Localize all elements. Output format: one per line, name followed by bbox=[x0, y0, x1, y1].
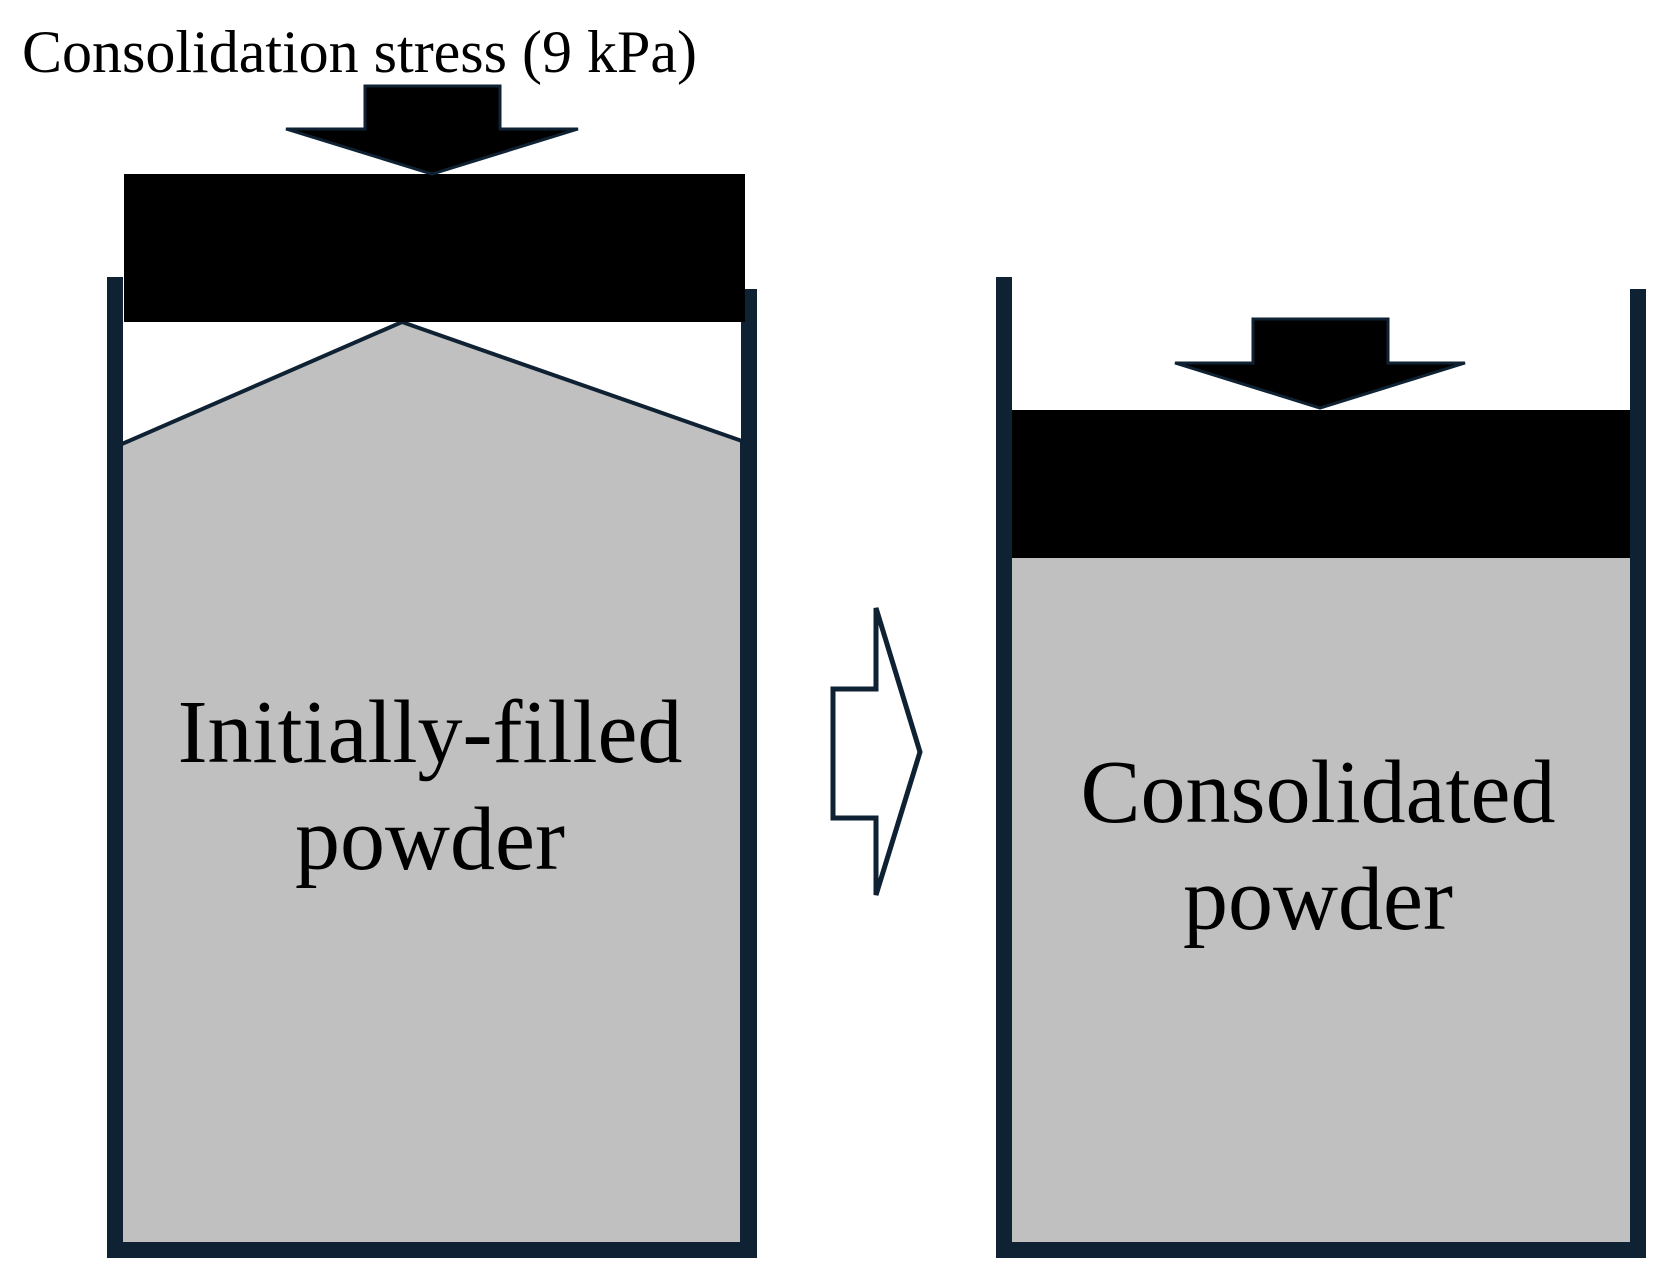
stress-arrow-icon bbox=[285, 84, 579, 176]
right-piston-lid bbox=[1012, 410, 1630, 558]
right-container-walls bbox=[996, 277, 1646, 1258]
consolidated-powder-fill bbox=[1006, 556, 1635, 1246]
stress-arrow-icon bbox=[1174, 317, 1466, 410]
consolidated-powder-label-line2: powder bbox=[1183, 850, 1453, 949]
process-arrow-icon bbox=[830, 607, 923, 896]
right-container: Consolidated powder bbox=[996, 277, 1646, 1258]
consolidation-stress-title: Consolidation stress (9 kPa) bbox=[22, 19, 697, 85]
initial-powder-label-line2: powder bbox=[295, 790, 565, 889]
left-piston-lid bbox=[124, 174, 745, 322]
consolidated-powder-label-line1: Consolidated bbox=[1081, 743, 1556, 842]
initial-powder-label-line1: Initially-filled bbox=[178, 683, 683, 782]
initial-powder-fill bbox=[113, 319, 744, 1247]
left-container: Initially-filled powder bbox=[107, 84, 757, 1258]
left-container-walls bbox=[107, 277, 757, 1258]
